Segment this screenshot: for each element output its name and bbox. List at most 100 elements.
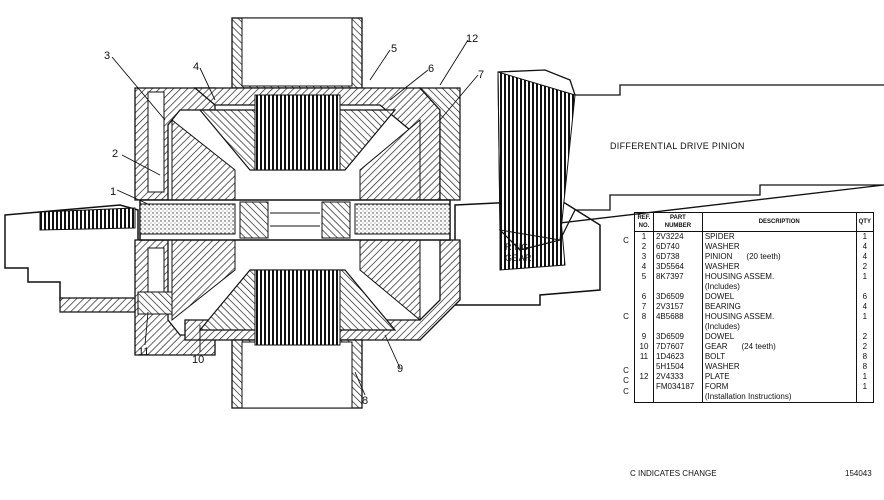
description-text: (Includes)	[704, 282, 740, 291]
qty-cell: 1	[855, 382, 875, 392]
ref-cell: 7	[634, 302, 654, 312]
description-text: SPIDER	[704, 232, 735, 241]
change-marker: C	[623, 365, 629, 375]
part-number-cell: FM034187	[652, 382, 703, 392]
table-row: (Includes)	[634, 322, 875, 332]
qty-cell: 6	[855, 292, 875, 302]
description-note: (24 teeth)	[741, 342, 776, 351]
part-number-cell	[652, 322, 703, 332]
part-number-cell: 4B5688	[652, 312, 703, 322]
description-text: DOWEL	[704, 332, 735, 341]
description-text: WASHER	[704, 362, 740, 371]
part-number-cell	[652, 282, 703, 292]
change-marker: C	[623, 236, 629, 245]
qty-cell: 8	[855, 352, 875, 362]
callout-1: 1	[110, 186, 116, 198]
callout-11: 11	[138, 346, 149, 358]
description-text: HOUSING ASSEM.	[704, 272, 775, 281]
description-cell: SPIDER	[702, 232, 856, 243]
part-number-cell: 2V3224	[652, 231, 703, 242]
label-gear: GEAR	[505, 253, 532, 263]
part-number-cell: 3D6509	[652, 332, 703, 342]
description-cell: HOUSING ASSEM.	[702, 312, 856, 322]
ref-cell: 9	[634, 332, 654, 342]
description-text: WASHER	[704, 262, 740, 271]
change-marker: C	[623, 387, 629, 397]
callout-8: 8	[362, 395, 368, 407]
description-text: BOLT	[704, 352, 726, 361]
description-cell: BEARING	[702, 302, 856, 312]
description-cell: HOUSING ASSEM.	[702, 272, 856, 282]
part-number-cell	[652, 392, 703, 403]
ref-cell	[634, 322, 654, 332]
part-number-cell: 8K7397	[652, 272, 703, 282]
description-text: FORM	[704, 382, 729, 391]
qty-cell: 1	[855, 372, 875, 382]
callout-4: 4	[193, 61, 199, 73]
ref-cell: 4	[634, 262, 654, 272]
table-row: (Includes)	[634, 282, 875, 292]
description-text: PINION	[704, 252, 733, 261]
label-ring: RING	[505, 242, 529, 252]
part-number-cell: 1D4623	[652, 352, 703, 362]
qty-cell: 2	[855, 342, 875, 352]
header-ref: REF.NO.	[634, 212, 654, 232]
description-text: WASHER	[704, 242, 740, 251]
description-cell: WASHER	[702, 242, 856, 252]
side-gear-upper	[198, 94, 397, 171]
callouts: 1 2 3 4 5 6 7 8 9 10 11 12	[104, 33, 484, 407]
callout-12: 12	[466, 33, 478, 45]
description-cell: DOWEL	[702, 292, 856, 302]
change-marker: C	[623, 376, 629, 386]
description-note: (20 teeth)	[746, 252, 781, 261]
ref-cell: 11	[634, 352, 654, 362]
table-row: (Installation Instructions)	[634, 392, 875, 403]
qty-cell: 4	[855, 302, 875, 312]
description-cell: (Includes)	[702, 282, 856, 292]
description-cell: (Includes)	[702, 322, 856, 332]
drive-pinion	[497, 69, 884, 251]
callout-3: 3	[104, 50, 110, 62]
pinion-gears	[171, 118, 421, 322]
drawing-code: 154043	[845, 469, 872, 478]
qty-cell	[855, 282, 875, 292]
ref-cell	[634, 282, 654, 292]
header-description: DESCRIPTION	[701, 212, 857, 232]
side-gear-lower	[198, 269, 397, 346]
spider-shaft	[139, 199, 451, 241]
qty-cell: 1	[855, 272, 875, 282]
ref-cell	[634, 392, 654, 403]
qty-cell: 4	[855, 242, 875, 252]
change-note: C INDICATES CHANGE	[630, 469, 717, 478]
part-number-cell: 6D738	[652, 252, 703, 262]
part-number-cell: 6D740	[652, 242, 703, 252]
leader-lines	[111, 39, 479, 396]
description-cell: PINION (20 teeth)	[702, 252, 856, 262]
ref-cell: 12	[634, 372, 654, 382]
description-cell: WASHER	[702, 262, 856, 272]
description-cell: GEAR(24 teeth)	[702, 342, 856, 352]
description-cell: FORM	[702, 382, 856, 392]
part-number-cell: 3D6509	[652, 292, 703, 302]
ref-cell	[634, 362, 654, 372]
qty-cell: 1	[855, 312, 875, 322]
description-cell: WASHER	[702, 362, 856, 372]
callout-6: 6	[428, 63, 434, 75]
part-number-cell: 5H1504	[652, 362, 703, 372]
description-text: (Installation Instructions)	[704, 392, 792, 401]
ref-cell: 5	[634, 272, 654, 282]
qty-cell	[855, 322, 875, 332]
